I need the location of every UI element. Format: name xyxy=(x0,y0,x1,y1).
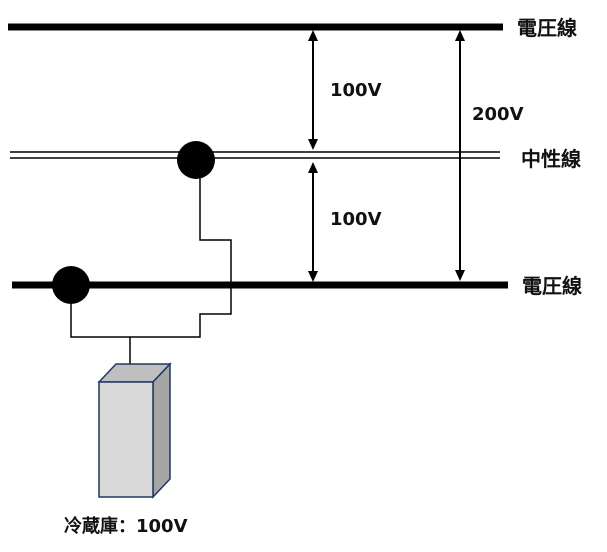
refrigerator-label: 冷蔵庫：100V xyxy=(64,516,188,537)
total-voltage-arrow xyxy=(455,30,465,281)
neutral-branch-wire xyxy=(130,175,232,338)
voltage-branch-wire xyxy=(70,300,130,338)
total-voltage-label: 200V xyxy=(472,104,524,125)
neutral-wire-label: 中性線 xyxy=(521,147,581,171)
lower-voltage-arrow xyxy=(308,162,318,282)
bottom-wire-label: 電圧線 xyxy=(522,274,582,298)
neutral-connection-node xyxy=(177,141,215,179)
upper-voltage-label: 100V xyxy=(330,80,382,101)
neutral-wire xyxy=(10,151,500,159)
upper-voltage-arrow xyxy=(308,30,318,150)
lower-voltage-label: 100V xyxy=(330,209,382,230)
voltage-connection-node xyxy=(52,266,90,304)
top-wire-label: 電圧線 xyxy=(517,16,577,40)
refrigerator-icon xyxy=(97,362,172,499)
